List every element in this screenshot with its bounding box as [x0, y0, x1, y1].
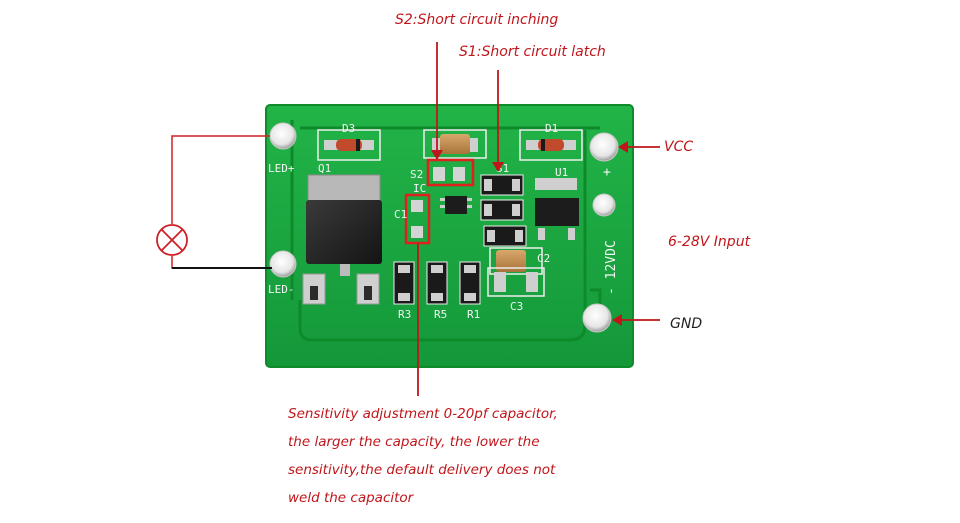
input-annotation: 6-28V Input — [668, 234, 751, 250]
led-plus-terminal — [269, 122, 297, 150]
regulator-u1 — [535, 178, 579, 240]
label-ic: IC — [413, 182, 426, 195]
label-d1: D1 — [545, 122, 558, 135]
note-line: sensitivity,the default delivery does no… — [288, 462, 556, 478]
resistor-r2 — [480, 199, 524, 221]
label-r5: R5 — [434, 308, 447, 321]
label-r1: R1 — [467, 308, 480, 321]
note-line: weld the capacitor — [288, 490, 414, 506]
capacitor-c2 — [489, 247, 543, 275]
vcc-terminal — [589, 132, 619, 162]
label-led-plus: LED+ — [268, 162, 295, 175]
label-c3: C3 — [510, 300, 523, 313]
label-led-minus: LED- — [268, 283, 295, 296]
mosfet-q1 — [302, 174, 382, 305]
vcc-annotation: VCC — [664, 139, 694, 155]
ic-chip — [440, 196, 472, 214]
gnd-annotation: GND — [670, 316, 703, 332]
note-line: Sensitivity adjustment 0-20pf capacitor, — [288, 406, 558, 422]
label-q1: Q1 — [318, 162, 331, 175]
note-line: the larger the capacity, the lower the — [288, 434, 540, 450]
lamp-wire — [171, 135, 270, 269]
label-d3: D3 — [342, 122, 355, 135]
resistor-r3 — [393, 261, 415, 305]
label-plus: + — [603, 165, 611, 180]
mid-terminal — [592, 193, 616, 217]
diode-d1 — [519, 129, 583, 161]
s2-jumper-pads — [426, 158, 475, 187]
lamp-symbol-icon — [156, 224, 188, 256]
label-c2: C2 — [537, 252, 550, 265]
resistor-r4 — [483, 225, 527, 247]
resistor-r1 — [459, 261, 481, 305]
annotation-arrows — [417, 42, 660, 396]
led-minus-terminal — [269, 250, 297, 278]
sensitivity-note: Sensitivity adjustment 0-20pf capacitor,… — [288, 400, 608, 512]
gnd-terminal — [582, 303, 612, 333]
label-c1: C1 — [394, 208, 407, 221]
label-u1: U1 — [555, 166, 568, 179]
s2-annotation: S2:Short circuit inching — [395, 12, 559, 28]
capacitor-c3 — [487, 267, 545, 297]
top-capacitor — [423, 129, 487, 159]
s1-annotation: S1:Short circuit latch — [459, 44, 606, 60]
label-r3: R3 — [398, 308, 411, 321]
label-voltage: - 12VDC — [604, 240, 619, 295]
s1-component — [480, 174, 524, 196]
label-s2: S2 — [410, 168, 423, 181]
diode-d3 — [317, 129, 381, 161]
resistor-r5 — [426, 261, 448, 305]
